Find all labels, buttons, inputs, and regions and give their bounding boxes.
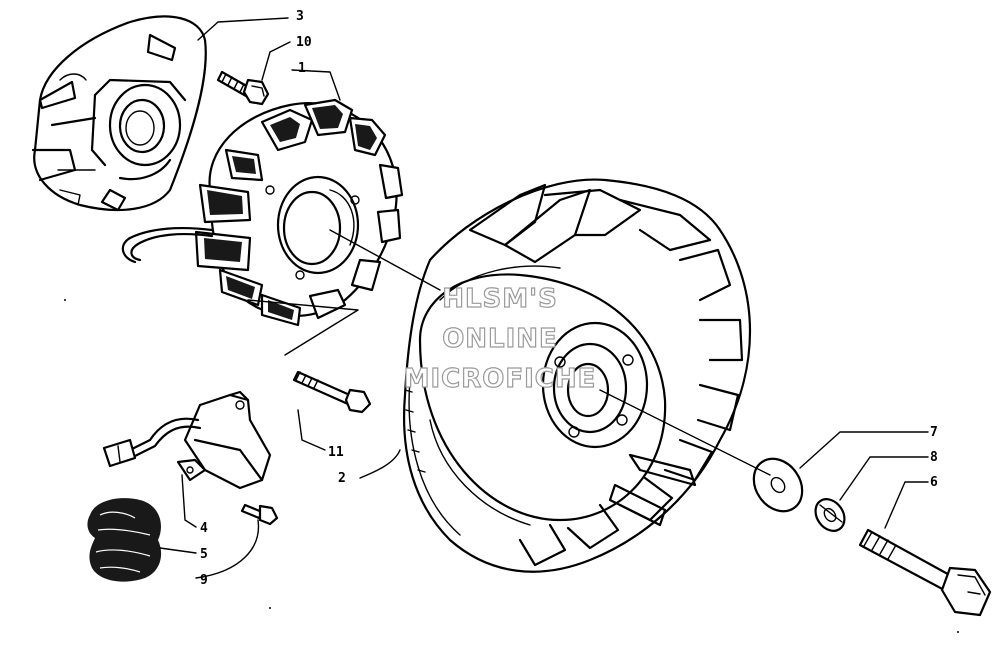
callout-1: 1 xyxy=(298,61,306,76)
callout-10: 10 xyxy=(296,35,312,50)
part-bolt-6 xyxy=(858,528,992,617)
callout-9: 9 xyxy=(200,573,208,588)
callout-5: 5 xyxy=(200,547,208,562)
part-lockwasher-8 xyxy=(814,498,846,532)
part-pulser-coil-4 xyxy=(102,390,272,490)
watermark: HLSM'S ONLINE MICROFICHE xyxy=(403,283,597,394)
callout-labels: 3 10 1 11 2 7 8 6 4 5 9 xyxy=(200,9,938,588)
callout-2: 2 xyxy=(338,471,346,486)
watermark-line-3: MICROFICHE xyxy=(404,364,597,394)
part-screw-11 xyxy=(292,370,372,414)
callout-7: 7 xyxy=(930,425,938,440)
part-flywheel xyxy=(403,178,752,573)
part-washer-7 xyxy=(752,457,804,513)
part-screw-10 xyxy=(216,70,270,106)
callout-11: 11 xyxy=(328,445,344,460)
assembly-guide-line xyxy=(247,299,359,356)
callout-3: 3 xyxy=(296,9,304,24)
leader-lines xyxy=(159,17,929,579)
watermark-line-1: HLSM'S xyxy=(442,284,558,314)
part-grommet-5 xyxy=(87,498,162,582)
callout-4: 4 xyxy=(200,521,208,536)
scan-specks xyxy=(64,299,959,633)
callout-6: 6 xyxy=(930,475,938,490)
part-stator xyxy=(121,98,404,327)
watermark-line-2: ONLINE xyxy=(442,324,558,354)
part-stator-plate xyxy=(31,15,207,212)
assembly-guide-line xyxy=(599,389,771,476)
callout-8: 8 xyxy=(930,450,938,465)
part-screw-9 xyxy=(240,503,279,526)
